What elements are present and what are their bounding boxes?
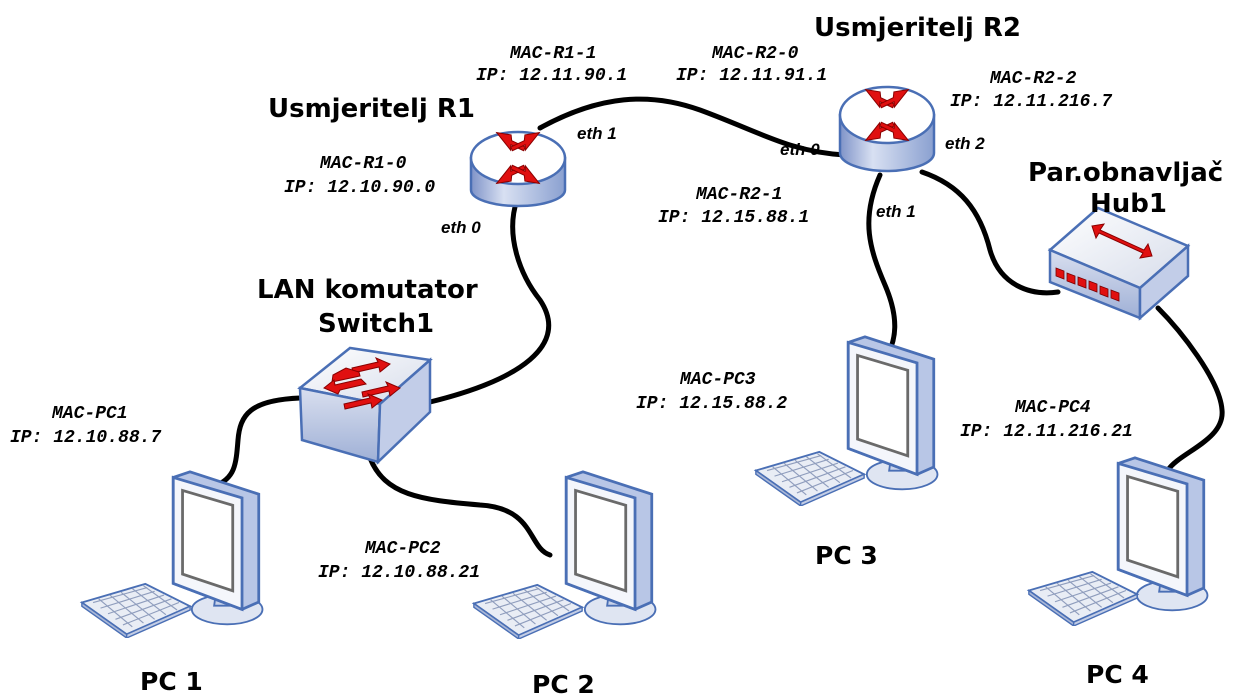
pc4-ip: IP: 12.11.216.21: [960, 422, 1133, 442]
pc3-name: PC 3: [815, 541, 878, 570]
r1-eth1-label: eth 1: [577, 124, 617, 143]
pc4-mac: MAC-PC4: [1014, 398, 1091, 418]
r1-eth1-mac: MAC-R1-1: [509, 44, 596, 64]
switch1-title-line2: Switch1: [318, 309, 434, 339]
pc3: [754, 335, 940, 506]
cables: [212, 96, 1225, 558]
r2-eth0-mac: MAC-R2-0: [711, 44, 799, 64]
r2-eth2-label: eth 2: [945, 134, 985, 153]
switch1-title-line1: LAN komutator: [257, 275, 478, 305]
r1-eth1-ip: IP: 12.11.90.1: [476, 66, 627, 86]
pc4-name: PC 4: [1086, 660, 1149, 689]
pc1: [80, 470, 265, 638]
pc1-name: PC 1: [140, 667, 203, 696]
router-arrows-icon: [495, 131, 541, 185]
switch1: [297, 346, 433, 466]
pc3-ip: IP: 12.15.88.2: [636, 394, 787, 414]
router-arrows-icon: [864, 88, 910, 142]
cable-r2-hub: [919, 169, 1061, 296]
r2-eth2-ip: IP: 12.11.216.7: [950, 92, 1112, 112]
hub1: [1047, 206, 1191, 321]
r2-eth0-ip: IP: 12.11.91.1: [676, 66, 827, 86]
r1-eth0-label: eth 0: [441, 218, 481, 237]
r2-eth2-mac: MAC-R2-2: [989, 69, 1077, 89]
router1-title: Usmjeritelj R1: [268, 94, 475, 124]
pc2-name: PC 2: [532, 670, 595, 698]
cable-r1-r2: [537, 96, 848, 158]
router2-title: Usmjeritelj R2: [814, 13, 1021, 43]
hub-arrow-icon: [1091, 223, 1153, 259]
hub1-title-line2: Hub1: [1090, 189, 1167, 219]
cable-switch-pc1: [212, 395, 303, 489]
router-r2: [838, 85, 936, 173]
r2-eth1-label: eth 1: [876, 202, 916, 221]
pc2-mac: MAC-PC2: [364, 539, 441, 559]
r1-eth0-mac: MAC-R1-0: [319, 154, 407, 174]
pc2-ip: IP: 12.10.88.21: [318, 563, 480, 583]
cable-switch-pc2: [367, 455, 553, 558]
pc2: [472, 470, 658, 639]
hub1-title-line1: Par.obnavljač: [1028, 158, 1223, 188]
router-r1: [469, 130, 567, 208]
r2-eth1-mac: MAC-R2-1: [695, 185, 782, 205]
r1-eth0-ip: IP: 12.10.90.0: [284, 178, 435, 198]
r2-eth1-ip: IP: 12.15.88.1: [658, 208, 809, 228]
cable-r2-pc3: [866, 172, 898, 358]
hub-ports: [1055, 267, 1120, 302]
pc1-ip: IP: 12.10.88.7: [10, 428, 161, 448]
r2-eth0-label: eth 0: [780, 140, 820, 159]
cable-hub-pc4: [1155, 305, 1225, 473]
switch-arrows-icon: [323, 357, 401, 410]
pc1-mac: MAC-PC1: [51, 404, 128, 424]
pc3-mac: MAC-PC3: [679, 370, 756, 390]
cable-r1-switch: [427, 197, 552, 405]
pc4: [1027, 456, 1210, 626]
